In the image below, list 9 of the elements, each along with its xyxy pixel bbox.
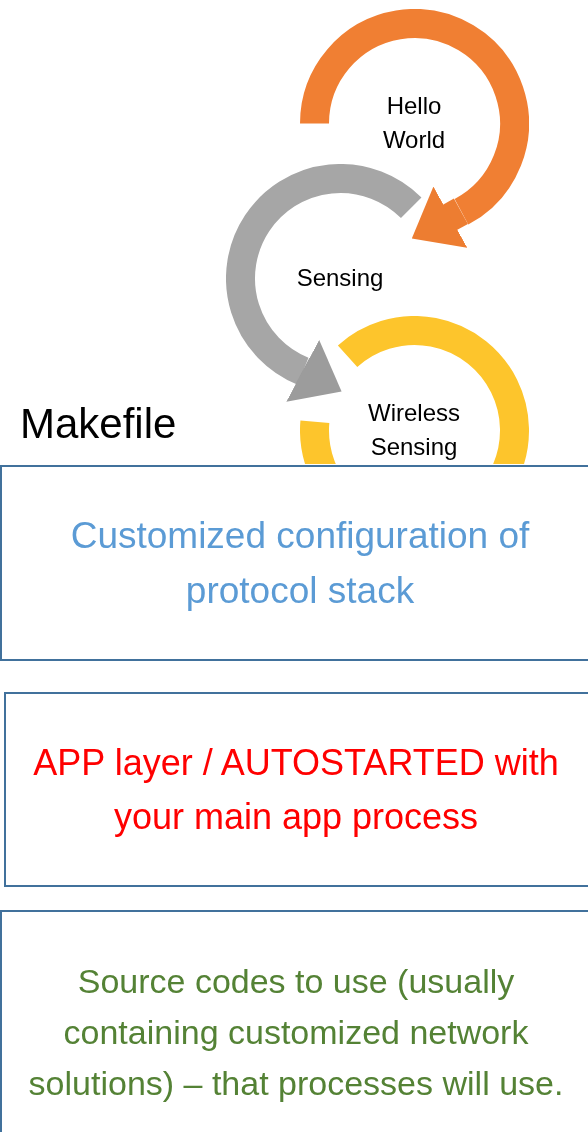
curved-arrow: [286, 339, 342, 402]
curved-arrow: [411, 186, 468, 248]
source-code-box: Source codes to use (usually containing customized network solutions) – that processes will use.: [0, 910, 588, 1132]
step-label: Sensing: [295, 263, 385, 293]
app-layer-box: APP layer / AUTOSTARTED with your main app process: [4, 692, 588, 887]
section-heading: Makefile: [20, 399, 177, 449]
config-box: Customized configuration of protocol stack: [0, 465, 588, 661]
step-label: Wireless Sensing: [367, 398, 461, 462]
step-label: Hello World: [381, 91, 447, 155]
